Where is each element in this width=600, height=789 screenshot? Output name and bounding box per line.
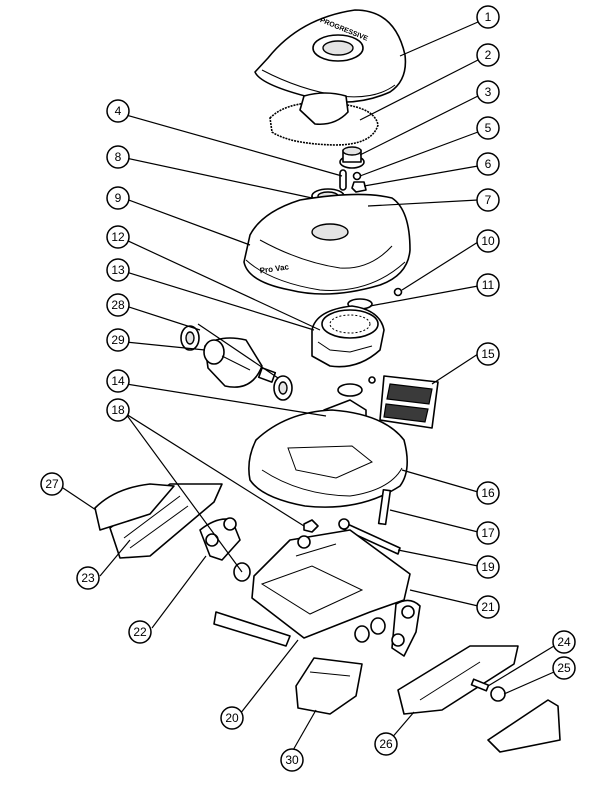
svg-text:17: 17 bbox=[481, 526, 495, 540]
part-left-side-cover bbox=[109, 483, 223, 559]
callout-24: 24 bbox=[552, 630, 576, 654]
svg-text:6: 6 bbox=[485, 157, 492, 171]
svg-text:13: 13 bbox=[111, 263, 125, 277]
callout-10: 10 bbox=[476, 229, 500, 253]
svg-text:29: 29 bbox=[111, 333, 125, 347]
callout-17: 17 bbox=[476, 521, 500, 545]
callout-26: 26 bbox=[374, 732, 398, 756]
svg-text:8: 8 bbox=[115, 150, 122, 164]
svg-text:2: 2 bbox=[485, 48, 492, 62]
callout-18: 18 bbox=[106, 398, 130, 422]
svg-text:3: 3 bbox=[485, 85, 492, 99]
part-turbine-assembly bbox=[311, 305, 385, 368]
part-screw-5 bbox=[352, 171, 362, 181]
part-nut-6 bbox=[351, 181, 367, 193]
part-bolt bbox=[377, 488, 392, 526]
svg-text:20: 20 bbox=[225, 711, 239, 725]
svg-text:26: 26 bbox=[379, 737, 393, 751]
part-seal-right bbox=[273, 375, 293, 401]
body-brand-text: Pro Vac bbox=[259, 262, 290, 275]
part-top-cover: PROGRESSIVE bbox=[254, 9, 407, 103]
part-bushing-right bbox=[354, 617, 386, 643]
svg-text:28: 28 bbox=[111, 298, 125, 312]
svg-text:15: 15 bbox=[481, 347, 495, 361]
callout-6: 6 bbox=[476, 152, 500, 176]
part-base-housing bbox=[248, 409, 408, 508]
part-lower-block bbox=[295, 657, 363, 715]
svg-text:10: 10 bbox=[481, 234, 495, 248]
callout-8: 8 bbox=[106, 145, 130, 169]
part-filter bbox=[379, 375, 439, 429]
part-chassis bbox=[251, 529, 411, 639]
svg-text:27: 27 bbox=[45, 477, 59, 491]
svg-text:11: 11 bbox=[482, 278, 495, 292]
callout-11: 11 bbox=[476, 273, 500, 297]
callout-23: 23 bbox=[76, 566, 100, 590]
svg-text:1: 1 bbox=[485, 10, 492, 24]
svg-text:22: 22 bbox=[133, 625, 147, 639]
part-rail bbox=[213, 611, 291, 647]
callout-4: 4 bbox=[106, 99, 130, 123]
svg-text:12: 12 bbox=[111, 230, 125, 244]
svg-text:7: 7 bbox=[485, 193, 492, 207]
part-screw-24 bbox=[470, 678, 490, 692]
callout-21: 21 bbox=[476, 595, 500, 619]
part-small-nut bbox=[303, 519, 319, 533]
part-left-front-shroud bbox=[94, 483, 175, 531]
part-small-gear bbox=[339, 146, 365, 169]
callout-12: 12 bbox=[106, 225, 130, 249]
part-screw-10 bbox=[393, 287, 403, 297]
callout-14: 14 bbox=[106, 369, 130, 393]
callout-9: 9 bbox=[106, 186, 130, 210]
leader-lines bbox=[59, 21, 555, 753]
part-cap-25 bbox=[490, 686, 506, 702]
callout-22: 22 bbox=[128, 620, 152, 644]
callout-16: 16 bbox=[476, 481, 500, 505]
part-pin bbox=[339, 169, 347, 191]
svg-text:18: 18 bbox=[111, 403, 125, 417]
svg-text:24: 24 bbox=[557, 635, 571, 649]
callout-15: 15 bbox=[476, 342, 500, 366]
callout-13: 13 bbox=[106, 258, 130, 282]
svg-text:30: 30 bbox=[285, 753, 299, 767]
part-screw-small bbox=[368, 376, 376, 384]
callout-3: 3 bbox=[476, 80, 500, 104]
svg-text:14: 14 bbox=[111, 374, 125, 388]
callout-2: 2 bbox=[476, 43, 500, 67]
svg-text:21: 21 bbox=[481, 600, 495, 614]
svg-text:19: 19 bbox=[481, 560, 495, 574]
callout-30: 30 bbox=[280, 748, 304, 772]
svg-text:5: 5 bbox=[485, 121, 492, 135]
callout-19: 19 bbox=[476, 555, 500, 579]
svg-text:23: 23 bbox=[81, 571, 95, 585]
callout-5: 5 bbox=[476, 116, 500, 140]
svg-text:4: 4 bbox=[115, 104, 122, 118]
callout-1: 1 bbox=[476, 5, 500, 29]
callout-25: 25 bbox=[552, 656, 576, 680]
part-right-rear-shroud bbox=[487, 699, 561, 753]
callout-27: 27 bbox=[40, 472, 64, 496]
svg-text:9: 9 bbox=[115, 191, 122, 205]
svg-text:16: 16 bbox=[481, 486, 495, 500]
part-axle bbox=[338, 518, 401, 555]
callout-28: 28 bbox=[106, 293, 130, 317]
svg-text:25: 25 bbox=[557, 661, 571, 675]
callout-29: 29 bbox=[106, 328, 130, 352]
part-link-bracket bbox=[199, 517, 241, 561]
part-rotor-shaft bbox=[203, 337, 277, 388]
callout-20: 20 bbox=[220, 706, 244, 730]
callout-7: 7 bbox=[476, 188, 500, 212]
part-ring-gear bbox=[269, 92, 379, 146]
part-seal-left bbox=[180, 325, 200, 351]
part-top-housing: Pro Vac bbox=[243, 193, 411, 295]
part-right-side-cover bbox=[397, 645, 519, 715]
part-right-link-bracket bbox=[391, 599, 421, 657]
